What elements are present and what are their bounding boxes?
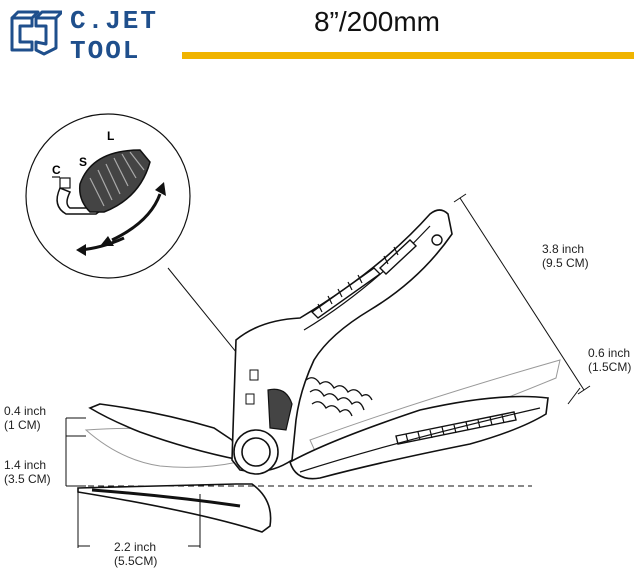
- page-title: 8”/200mm: [313, 6, 441, 37]
- rotate-arrow-icon: [111, 193, 162, 242]
- dim-handle-gap-imperial: 0.6 inch: [588, 346, 631, 360]
- dim-handle-length: 3.8 inch (9.5 CM): [542, 242, 589, 270]
- brand-logo: C.JET TOOL: [6, 4, 166, 66]
- dim-blade-tip-metric: (1 CM): [4, 418, 41, 432]
- dim-handle-length-metric: (9.5 CM): [542, 256, 589, 270]
- dim-blade-length-imperial: 2.2 inch: [114, 540, 157, 554]
- upper-blade: [88, 403, 242, 462]
- scissors-lock-knob: [245, 369, 293, 431]
- dim-blade-height: 1.4 inch (3.5 CM): [4, 458, 51, 486]
- dim-blade-tip-imperial: 0.4 inch: [4, 404, 47, 418]
- dim-blade-height-imperial: 1.4 inch: [4, 458, 47, 472]
- upper-grip-ridges: [310, 239, 418, 319]
- lock-label-l: L: [107, 129, 114, 143]
- lock-detail-inset: C S L: [25, 113, 191, 279]
- dim-blade-length-metric: (5.5CM): [114, 554, 158, 568]
- brand-mark-icon: [10, 10, 64, 56]
- title-underline: [182, 52, 634, 59]
- brand-line-2: TOOL: [70, 36, 141, 66]
- dimension-lines: [65, 193, 591, 548]
- dim-blade-height-metric: (3.5 CM): [4, 472, 51, 486]
- dim-blade-tip: 0.4 inch (1 CM): [4, 404, 46, 432]
- dim-handle-gap: 0.6 inch (1.5CM): [588, 346, 631, 374]
- lock-label-c: C: [52, 163, 61, 177]
- spring: [305, 377, 373, 417]
- pivot-screw: [233, 429, 279, 475]
- lock-knob: [78, 149, 151, 213]
- header: C.JET TOOL 8”/200mm: [0, 0, 640, 70]
- brand-line-1: C.JET: [70, 6, 159, 36]
- dim-handle-gap-metric: (1.5CM): [588, 360, 632, 374]
- dim-handle-length-imperial: 3.8 inch: [542, 242, 585, 256]
- dim-blade-length: 2.2 inch (5.5CM): [114, 540, 157, 568]
- lock-label-s: S: [79, 155, 87, 169]
